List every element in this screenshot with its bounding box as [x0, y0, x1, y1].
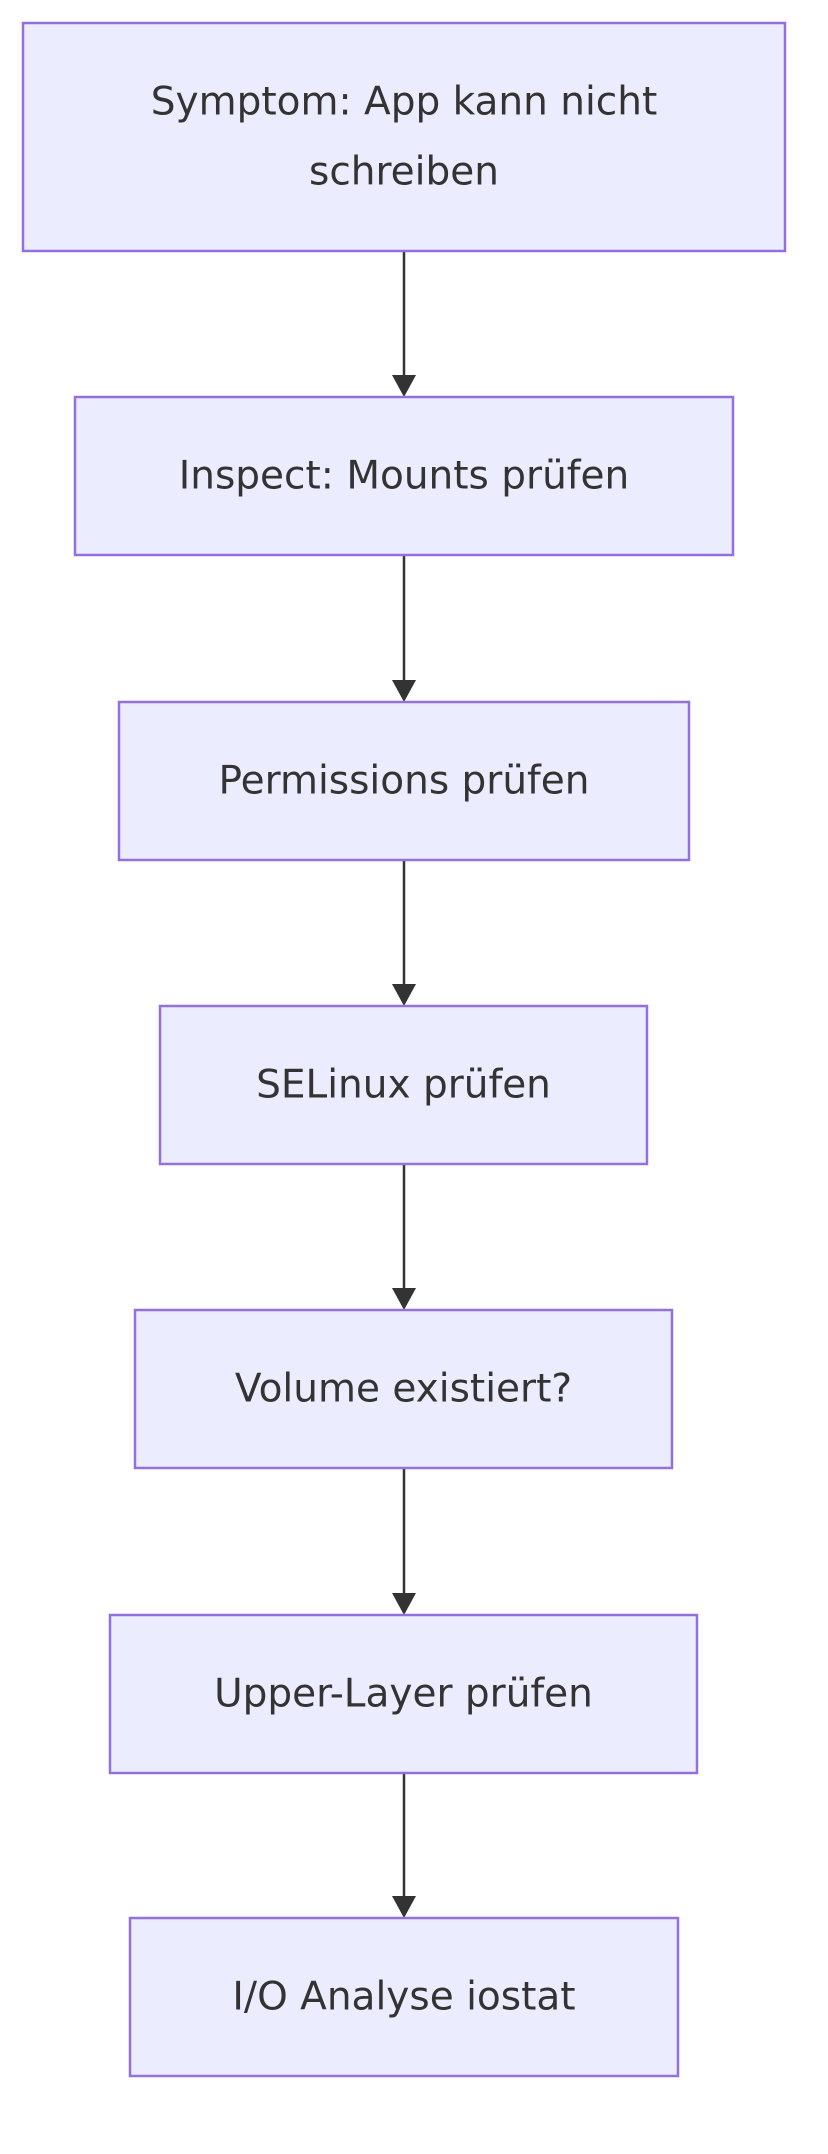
arrowhead-icon	[392, 375, 416, 397]
edge-selinux-to-volume	[392, 1164, 416, 1310]
node-label: Symptom: App kann nicht	[151, 80, 658, 125]
node-label: Permissions prüfen	[218, 759, 589, 804]
node-permissions: Permissions prüfen	[117, 700, 691, 862]
node-box	[158, 1004, 649, 1166]
node-box	[117, 700, 691, 862]
node-box	[73, 395, 735, 557]
node-upper-layer: Upper-Layer prüfen	[108, 1613, 699, 1775]
node-label: Inspect: Mounts prüfen	[179, 454, 629, 499]
edge-symptom-to-inspect	[392, 251, 416, 397]
node-box	[128, 1916, 680, 2078]
node-label: Upper-Layer prüfen	[214, 1672, 593, 1717]
arrowhead-icon	[392, 1593, 416, 1615]
edge-inspect-to-permissions	[392, 555, 416, 702]
arrowhead-icon	[392, 1896, 416, 1918]
node-inspect: Inspect: Mounts prüfen	[73, 395, 735, 557]
node-volume: Volume existiert?	[133, 1308, 674, 1470]
edges	[392, 251, 416, 1918]
node-io-analyse: I/O Analyse iostat	[128, 1916, 680, 2078]
edge-permissions-to-selinux	[392, 860, 416, 1006]
node-box	[21, 21, 787, 253]
edge-volume-to-upper-layer	[392, 1468, 416, 1615]
nodes: Symptom: App kann nicht schreibenInspect:…	[21, 21, 787, 2078]
node-label: SELinux prüfen	[256, 1063, 551, 1108]
node-box	[133, 1308, 674, 1470]
edge-upper-layer-to-io-analyse	[392, 1773, 416, 1918]
node-label: I/O Analyse iostat	[232, 1975, 575, 2020]
arrowhead-icon	[392, 680, 416, 702]
node-symptom: Symptom: App kann nicht schreiben	[21, 21, 787, 253]
arrowhead-icon	[392, 1288, 416, 1310]
node-label: schreiben	[309, 150, 499, 195]
node-selinux: SELinux prüfen	[158, 1004, 649, 1166]
node-box	[108, 1613, 699, 1775]
arrowhead-icon	[392, 984, 416, 1006]
node-label: Volume existiert?	[235, 1367, 572, 1412]
